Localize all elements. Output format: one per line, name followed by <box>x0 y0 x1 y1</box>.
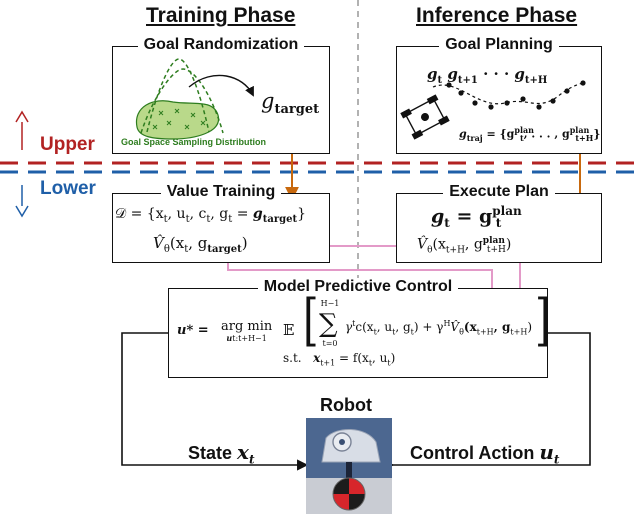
sampling-distribution-illustration <box>135 58 254 140</box>
value-training-title: Value Training <box>160 183 282 200</box>
goal-planning-title: Goal Planning <box>439 36 559 53</box>
sum-symbol: ∑ <box>319 309 338 339</box>
lower-level-label: Lower <box>40 178 96 199</box>
training-phase-title: Training Phase <box>146 4 296 27</box>
mpc-constraint: s.t. xt+1 = f(xt, ut) <box>283 351 396 368</box>
mpc-title: Model Predictive Control <box>257 278 459 295</box>
waypoints <box>446 80 586 110</box>
mpc-right-bracket: ] <box>535 288 551 354</box>
robot-title: Robot <box>320 395 372 415</box>
planned-path <box>432 82 584 105</box>
g-traj-equation: gtraj = {gplant, . . . , gplant+H} <box>459 125 601 143</box>
value-function-label: V̂θ(xt, gtarget) <box>153 234 248 255</box>
state-feedback-line <box>121 332 309 471</box>
execute-plan-title: Execute Plan <box>443 183 555 200</box>
goal-randomization-box: Goal Randomization gtarget Goal Space Sa… <box>112 36 330 154</box>
robot-car-icon <box>400 94 450 140</box>
upper-arrow-head <box>15 110 29 123</box>
value-training-box: Value Training 𝒟 = {xt, ut, ct, gt = gta… <box>112 183 330 263</box>
execute-value-label: V̂θ(xt+H, gplant+H) <box>417 236 512 256</box>
g-target-label: gtarget <box>261 89 320 118</box>
goal-sequence: gt gt+1 · · · gt+H <box>427 65 548 86</box>
g-plan-equation: gt = gplant <box>431 204 522 231</box>
plan-trajectory-illustration <box>400 80 586 140</box>
mpc-box: Model Predictive Control u* = arg min ut… <box>168 278 551 378</box>
distribution-curve-a <box>146 58 210 133</box>
upper-level-label: Upper <box>40 134 95 155</box>
control-action-label: Control Action ut <box>410 440 560 467</box>
inference-phase-title: Inference Phase <box>416 4 578 27</box>
control-action-line <box>383 332 591 471</box>
mpc-objective: u* = <box>177 323 209 338</box>
goal-randomization-title: Goal Randomization <box>137 36 305 53</box>
sum-upper-limit: H−1 <box>320 299 340 308</box>
mpc-left-bracket: [ <box>303 288 319 354</box>
state-label: State xt <box>188 440 255 467</box>
robot-image <box>306 418 392 514</box>
execute-plan-box: Execute Plan gt = gplant V̂θ(xt+H, gplan… <box>396 183 602 263</box>
mpc-expectation: 𝔼 <box>283 321 295 339</box>
mpc-cost-term: γtc(xt, ut, gt) + γHV̂θ(xt+H, gt+H) <box>345 319 533 337</box>
lower-arrow-head <box>15 205 29 218</box>
goal-planning-box: Goal Planning gt gt+1 · · · gt+H gtraj =… <box>396 36 602 154</box>
goal-space-blob <box>135 100 220 140</box>
distribution-curve-b <box>140 68 224 134</box>
sample-arrow <box>188 74 254 97</box>
sum-lower-limit: t=0 <box>322 339 338 348</box>
sampling-distribution-caption: Goal Space Sampling Distribution <box>121 137 267 147</box>
robot-drawing <box>306 418 392 514</box>
sample-marks <box>152 108 206 130</box>
dataset-equation: 𝒟 = {xt, ut, ct, gt = gtarget} <box>115 206 306 225</box>
mpc-argmin: arg min ut:t+H−1 <box>221 319 273 343</box>
